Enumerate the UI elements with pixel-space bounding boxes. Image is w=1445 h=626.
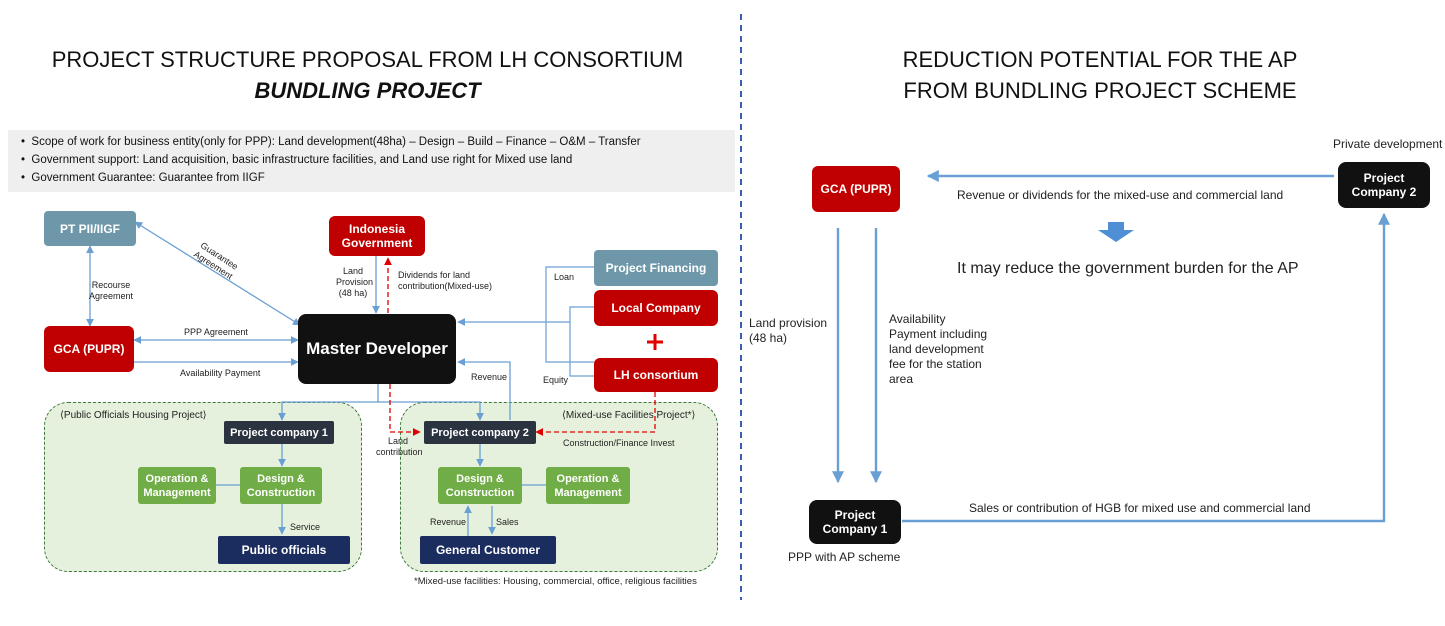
node-public-officials: Public officials	[218, 536, 350, 564]
label-availability-right: Availability Payment including land deve…	[889, 312, 988, 386]
label-land-contribution: Land contribution	[376, 436, 423, 457]
label-ppp-ap-scheme: PPP with AP scheme	[788, 550, 901, 564]
label-sales-hgb: Sales or contribution of HGB for mixed u…	[969, 501, 1311, 515]
left-title: PROJECT STRUCTURE PROPOSAL FROM LH CONSO…	[20, 44, 715, 106]
scope-box: • Scope of work for business entity(only…	[8, 130, 735, 192]
label-recourse-agreement: Recourse Agreement	[88, 280, 134, 301]
label-loan: Loan	[554, 272, 575, 282]
footnote: *Mixed-use facilities: Housing, commerci…	[414, 576, 697, 587]
mixed-zone-label: ⟨Mixed-use Facilities Project*⟩	[562, 410, 696, 421]
left-title-line1: PROJECT STRUCTURE PROPOSAL FROM LH CONSO…	[51, 47, 684, 72]
node-design-construction-1: Design & Construction	[240, 467, 322, 504]
label-availability-payment: Availability Payment	[180, 368, 261, 378]
label-sales: Sales	[496, 517, 519, 527]
label-private-development: Private development	[1333, 137, 1443, 151]
scope-item-3: • Government Guarantee: Guarantee from I…	[21, 172, 265, 184]
label-equity: Equity	[543, 375, 569, 385]
label-revenue-customer: Revenue	[430, 517, 467, 527]
node-project-company-2-right: Project Company 2	[1338, 162, 1430, 208]
node-gca-left: GCA (PUPR)	[44, 326, 134, 372]
node-project-company-1: Project company 1	[224, 421, 334, 444]
label-construction-finance: Construction/Finance Invest	[563, 438, 675, 448]
node-operation-management-2: Operation & Management	[546, 467, 630, 504]
node-project-financing: Project Financing	[594, 250, 718, 286]
label-service: Service	[290, 522, 321, 532]
label-reduce-burden: It may reduce the government burden for …	[957, 260, 1299, 277]
label-land-provision-right: Land provision (48 ha)	[749, 316, 828, 345]
right-title: REDUCTION POTENTIAL FOR THE AP FROM BUND…	[760, 44, 1440, 106]
node-operation-management-1: Operation & Management	[138, 467, 216, 504]
node-local-company: Local Company	[594, 290, 718, 326]
node-master-developer: Master Developer	[298, 314, 456, 384]
housing-zone-label: ⟨Public Officials Housing Project⟩	[60, 410, 207, 421]
label-land-provision: Land Provision (48 ha)	[336, 266, 374, 298]
node-project-company-1-right: Project Company 1	[809, 500, 901, 544]
label-revenue-dividends: Revenue or dividends for the mixed-use a…	[957, 188, 1284, 202]
node-general-customer: General Customer	[420, 536, 556, 564]
node-gca-right: GCA (PUPR)	[812, 166, 900, 212]
node-project-company-2: Project company 2	[424, 421, 536, 444]
label-ppp-agreement: PPP Agreement	[184, 327, 248, 337]
node-pt-pii: PT PII/IIGF	[44, 211, 136, 246]
node-indonesia-government: Indonesia Government	[329, 216, 425, 256]
right-title-line2: FROM BUNDLING PROJECT SCHEME	[903, 78, 1297, 103]
node-design-construction-2: Design & Construction	[438, 467, 522, 504]
scope-item-2: • Government support: Land acquisition, …	[21, 154, 573, 166]
left-title-line2: BUNDLING PROJECT	[254, 78, 481, 103]
label-dividends: Dividends for land contribution(Mixed-us…	[398, 270, 493, 291]
node-lh-consortium: LH consortium	[594, 358, 718, 392]
label-revenue-md: Revenue	[471, 372, 508, 382]
right-title-line1: REDUCTION POTENTIAL FOR THE AP	[902, 47, 1298, 72]
scope-item-1: • Scope of work for business entity(only…	[21, 136, 641, 148]
down-arrow-shape	[1098, 222, 1134, 242]
